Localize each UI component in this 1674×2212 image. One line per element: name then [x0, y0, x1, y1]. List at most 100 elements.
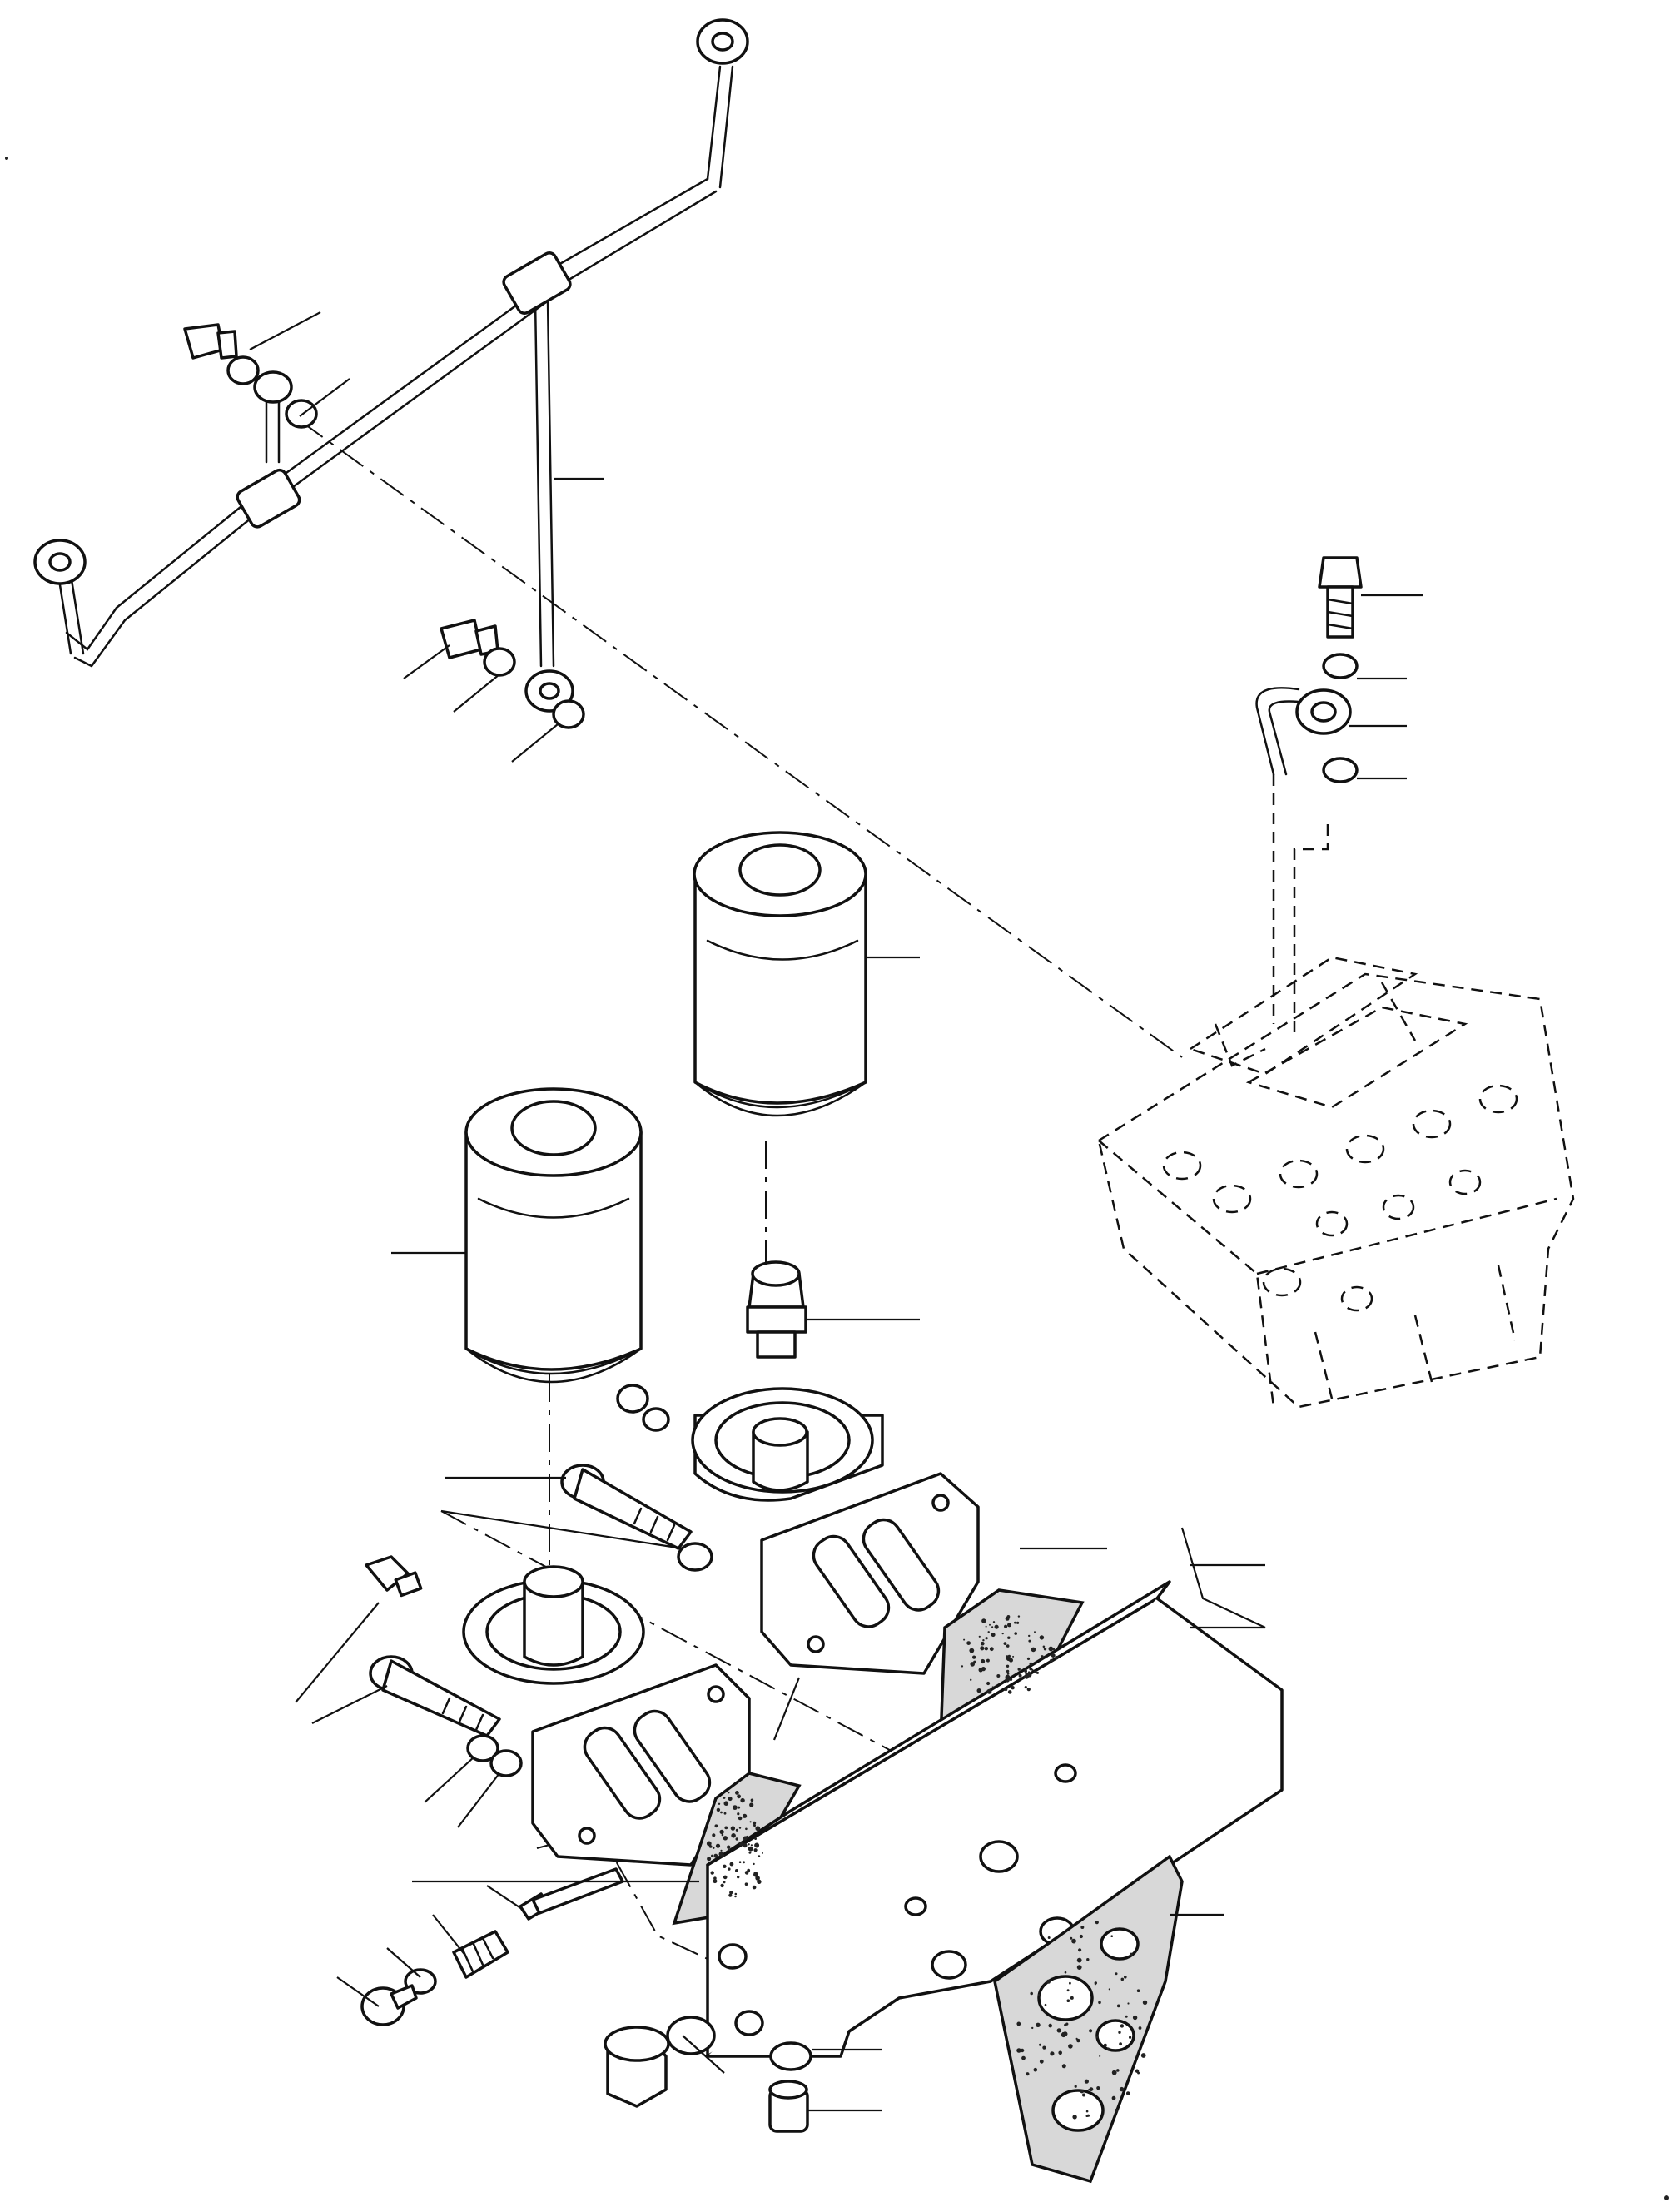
sealing-washer — [226, 355, 260, 385]
gasket-texture-dot — [720, 1849, 723, 1852]
callout-leader — [249, 311, 321, 350]
sealing-washer — [489, 1749, 523, 1777]
gasket-texture-dot — [1120, 2024, 1125, 2028]
gasket-texture-dot — [985, 1625, 987, 1628]
callout-leader — [432, 1914, 467, 1957]
gasket-texture-dot — [1119, 2086, 1125, 2092]
filter-head-front — [462, 1565, 751, 1867]
gasket-texture-dot — [1078, 1948, 1082, 1952]
gasket-texture-dot — [737, 1875, 740, 1879]
gasket-texture-dot — [1036, 2022, 1041, 2027]
callout-leaders — [249, 311, 1423, 2112]
gasket-texture-dot — [986, 1681, 991, 1686]
gasket-texture-dot — [1125, 2015, 1128, 2018]
gasket-texture-dot — [749, 1821, 752, 1823]
gasket-texture-dot — [1042, 2045, 1046, 2050]
gasket-texture-dot — [711, 1854, 713, 1857]
gasket-texture-dot — [724, 1826, 728, 1830]
gasket-texture-dot — [1107, 2047, 1110, 2050]
gasket-texture-dot — [1017, 1615, 1021, 1618]
gasket-texture-dot — [1005, 1616, 1010, 1621]
gasket-texture-dot — [1103, 2043, 1107, 2047]
gasket-texture-dot — [1044, 2011, 1046, 2014]
gasket-texture-dot — [991, 1626, 994, 1628]
gasket-texture-dot — [1006, 1644, 1010, 1648]
gasket-texture-dot — [1034, 1631, 1036, 1633]
gasket-texture-dot — [1048, 2023, 1052, 2028]
gasket-texture-dot — [1095, 1921, 1099, 1925]
gasket-texture-dot — [982, 1639, 985, 1642]
callout-leader — [311, 1685, 388, 1724]
oil-filter-cartridge-front — [464, 1087, 643, 1384]
gasket-texture-dot — [985, 1637, 988, 1640]
cylinder-head — [1097, 956, 1575, 1409]
gasket-texture-dot — [715, 1843, 721, 1848]
gasket-texture-dot — [1031, 1647, 1036, 1653]
gasket-texture-dot — [1007, 1636, 1011, 1639]
gasket-texture-dot — [1070, 1936, 1073, 1940]
filter-nipple — [746, 1260, 807, 1359]
gasket-texture-dot — [1050, 2051, 1055, 2056]
bolt-filter-head-front — [369, 1655, 501, 1737]
banjo-bolt-upper — [183, 323, 238, 360]
gasket-texture-dot — [1096, 2086, 1100, 2090]
gasket-texture-dot — [739, 1842, 744, 1847]
gasket-texture-dot — [1125, 2091, 1130, 2095]
gasket-texture-dot — [757, 1879, 762, 1884]
gasket-texture-dot — [744, 1882, 748, 1886]
gasket-texture-dot — [970, 1678, 972, 1682]
gasket-texture-dot — [1116, 2004, 1120, 2008]
callout-leader — [1180, 1527, 1266, 1628]
gasket-texture-dot — [743, 1813, 748, 1818]
gasket-texture-dot — [1043, 1648, 1047, 1651]
gasket-texture-dot — [1127, 2002, 1130, 2005]
gasket-texture-dot — [1011, 1686, 1015, 1690]
gasket-texture-dot — [1055, 1656, 1059, 1660]
gasket-texture-dot — [1066, 1999, 1070, 2002]
oil-pipe-assembly — [33, 18, 749, 713]
gasket-texture-dot — [707, 1857, 712, 1862]
gasket-texture-dot — [1084, 2079, 1089, 2084]
gasket-texture-dot — [753, 1821, 757, 1825]
gasket-texture-dot — [1041, 1655, 1044, 1658]
gasket-texture-dot — [749, 1802, 754, 1807]
gasket-texture-dot — [740, 1797, 745, 1803]
gasket-texture-dot — [723, 1801, 729, 1806]
gasket-texture-dot — [735, 1791, 739, 1795]
gasket-texture-dot — [1006, 1664, 1010, 1668]
gasket-texture-dot — [1027, 1671, 1031, 1673]
gasket-texture-dot — [1095, 2036, 1099, 2039]
gasket-texture-dot — [1039, 2059, 1044, 2064]
gasket-texture-dot — [723, 1864, 727, 1868]
gasket-texture-dot — [973, 1660, 976, 1664]
gasket-texture-dot — [1016, 2048, 1021, 2053]
gasket-texture-dot — [1029, 1662, 1033, 1666]
gasket-texture-dot — [1025, 1672, 1029, 1676]
gasket-texture-dot — [1085, 2110, 1089, 2113]
gasket-texture-dot — [1056, 2028, 1061, 2033]
gasket-texture-dot — [723, 1881, 726, 1884]
gasket-texture-dot — [994, 1624, 999, 1629]
gasket-texture-dot — [1098, 2001, 1101, 2005]
gasket-texture-dot — [1046, 1979, 1051, 1984]
gasket-texture-dot — [743, 1836, 748, 1841]
gasket-texture-dot — [743, 1842, 748, 1848]
callout-leader — [511, 723, 559, 763]
gasket-texture-dot — [989, 1623, 991, 1626]
gasket-texture-dot — [1070, 1996, 1074, 2000]
gasket-texture-dot — [1042, 1645, 1046, 1648]
callout-leader — [682, 2035, 725, 2074]
gasket-texture-dot — [992, 1621, 996, 1623]
gasket-texture-dot — [986, 1658, 990, 1663]
gasket-texture-dot — [729, 1862, 734, 1867]
gasket-texture-dot — [735, 1869, 738, 1872]
gasket-texture-dot — [1016, 2021, 1021, 2026]
gasket-texture-dot — [755, 1826, 761, 1832]
gasket-texture-dot — [1124, 1976, 1127, 1979]
gasket-texture-dot — [1028, 1634, 1031, 1638]
gasket-texture-dot — [1076, 1965, 1082, 1971]
gasket-texture-dot — [996, 1674, 1001, 1678]
gasket-texture-dot — [981, 1618, 986, 1623]
gasket-texture-dot — [972, 1655, 976, 1659]
